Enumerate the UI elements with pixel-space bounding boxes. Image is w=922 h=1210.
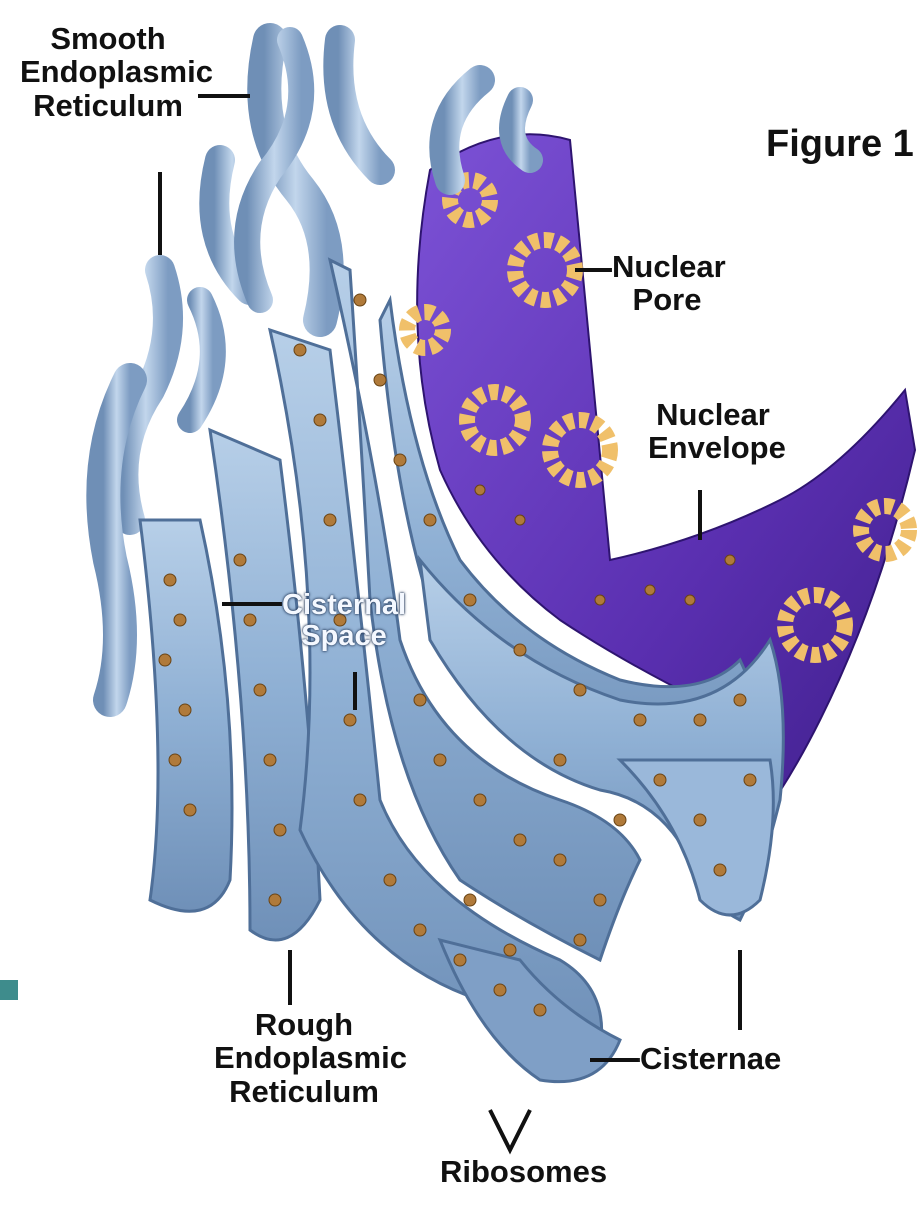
figure-title: Figure 1 <box>766 124 914 165</box>
label-smooth-er-line-3: Reticulum <box>20 89 196 122</box>
label-nuclear-envelope-line-2: Envelope <box>648 431 778 464</box>
label-rough-er-line-1: Rough <box>214 1008 394 1041</box>
label-cisternal-space: Cisternal Space <box>282 590 406 653</box>
label-rough-er-line-2: Endoplasmic <box>214 1041 394 1074</box>
label-nuclear-pore-line-1: Nuclear <box>612 250 722 283</box>
label-smooth-er: Smooth Endoplasmic Reticulum <box>20 22 196 122</box>
label-cisternal-space-line-2: Space <box>282 621 406 652</box>
label-smooth-er-line-1: Smooth <box>20 22 196 55</box>
ribosomes-leader <box>490 1110 530 1150</box>
label-rough-er-line-3: Reticulum <box>214 1075 394 1108</box>
label-smooth-er-line-2: Endoplasmic <box>20 55 196 88</box>
label-nuclear-envelope-line-1: Nuclear <box>648 398 778 431</box>
label-rough-er: Rough Endoplasmic Reticulum <box>214 1008 394 1108</box>
label-cisternae: Cisternae <box>640 1042 781 1075</box>
label-nuclear-envelope: Nuclear Envelope <box>648 398 778 465</box>
label-cisternal-space-line-1: Cisternal <box>282 590 406 621</box>
left-edge-mark <box>0 980 18 1000</box>
label-nuclear-pore: Nuclear Pore <box>612 250 722 317</box>
label-ribosomes: Ribosomes <box>440 1155 607 1188</box>
label-nuclear-pore-line-2: Pore <box>612 283 722 316</box>
